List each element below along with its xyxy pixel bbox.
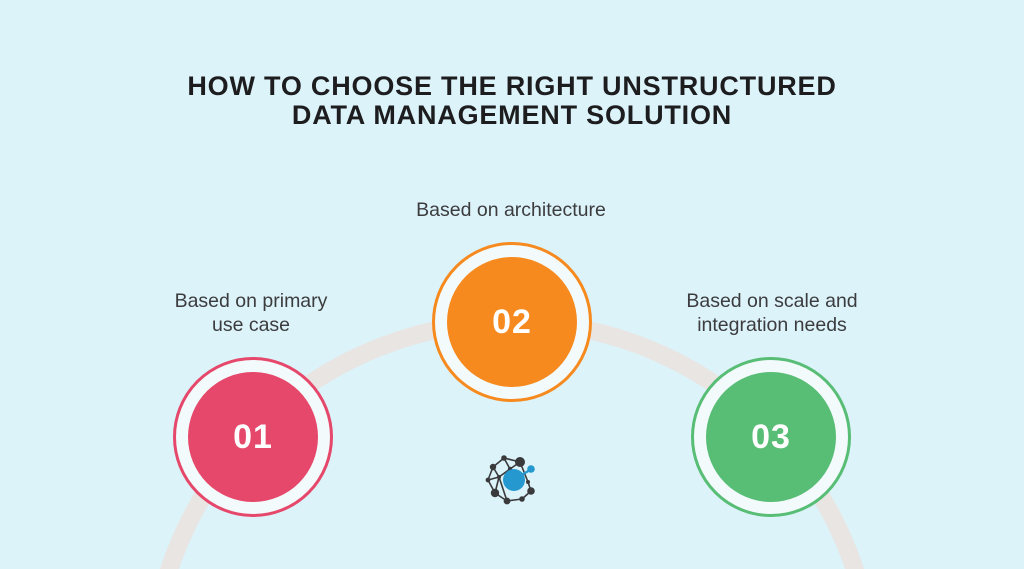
page-title-line-2: DATA MANAGEMENT SOLUTION xyxy=(291,100,733,130)
step-02-circle: 02 xyxy=(447,257,577,387)
step-01-label: Based on primary use case xyxy=(141,290,361,337)
step-01-label-line-1: Based on primary xyxy=(174,290,328,312)
network-graph-logo-icon xyxy=(485,455,535,505)
step-03-circle: 03 xyxy=(706,372,836,502)
step-03-label: Based on scale and integration needs xyxy=(662,290,882,337)
page-title: HOW TO CHOOSE THE RIGHT UNSTRUCTURED DAT… xyxy=(0,72,1024,130)
step-01-circle: 01 xyxy=(188,372,318,502)
step-03-label-line-1: Based on scale and xyxy=(686,290,858,312)
step-03-label-line-2: integration needs xyxy=(697,313,847,336)
step-02-badge: 02 xyxy=(432,242,592,402)
step-01-badge: 01 xyxy=(173,357,333,517)
step-01-label-line-2: use case xyxy=(211,313,291,336)
step-03-badge: 03 xyxy=(691,357,851,517)
step-03-number: 03 xyxy=(751,417,791,456)
step-02-label-line-1: Based on architecture xyxy=(416,199,606,221)
step-02-label: Based on architecture xyxy=(351,199,671,223)
step-01-number: 01 xyxy=(233,417,273,456)
page-title-line-1: HOW TO CHOOSE THE RIGHT UNSTRUCTURED xyxy=(187,71,837,101)
step-02-number: 02 xyxy=(492,302,532,341)
